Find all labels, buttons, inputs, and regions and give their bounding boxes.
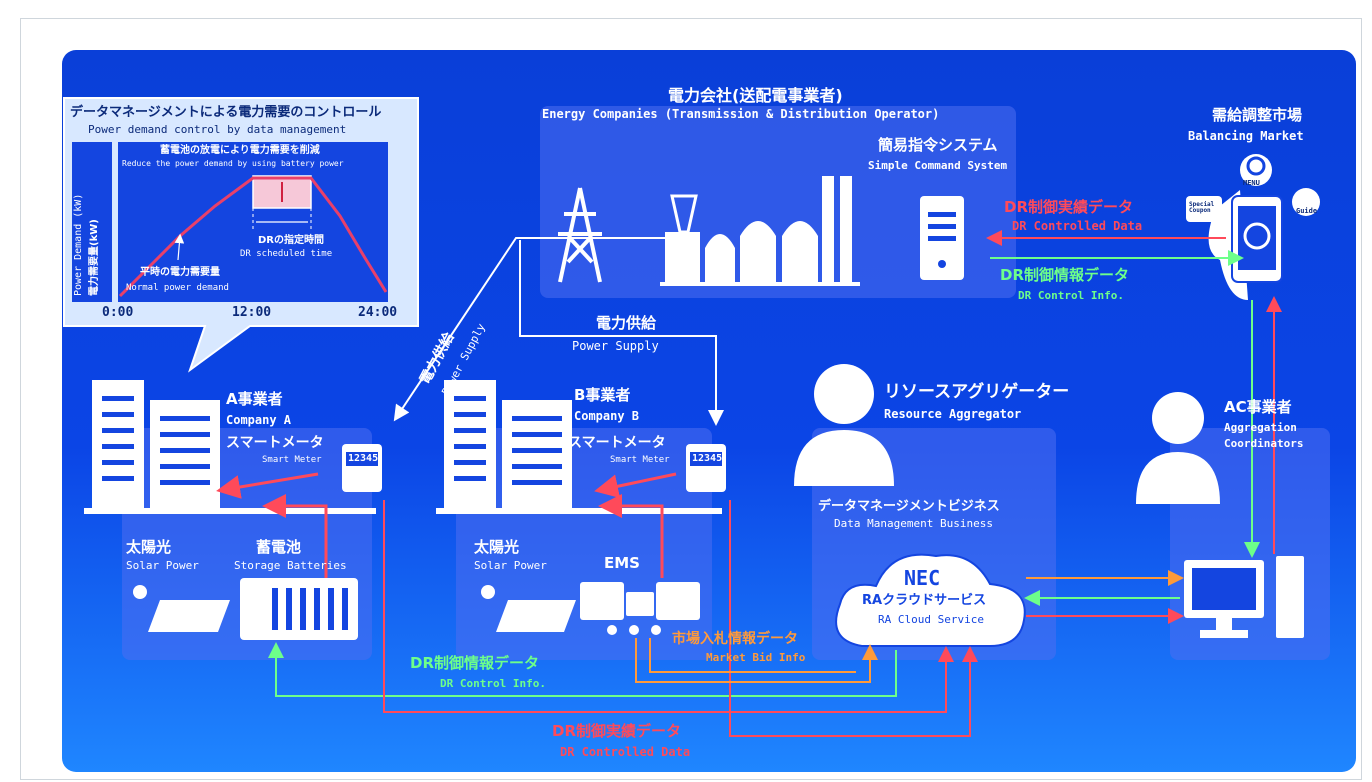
dr-controlled-data-top-jp: DR制御実績データ: [1004, 198, 1134, 216]
cloud-name-jp: RAクラウドサービス: [862, 593, 987, 608]
energy-company-title-en: Energy Companies (Transmission & Distrib…: [542, 107, 940, 121]
aggregator-title-en: Resource Aggregator: [884, 407, 1022, 421]
company-a-solar-jp: 太陽光: [126, 538, 172, 556]
ac-computer-icon: [1184, 556, 1304, 638]
normal-demand-line: [118, 176, 388, 298]
simple-command-title-jp: 簡易指令システム: [878, 136, 998, 154]
dr-control-info-top-en: DR Control Info.: [1018, 289, 1124, 302]
ac-title-en-2: Coordinators: [1224, 437, 1304, 450]
power-supply-b-en: Power Supply: [572, 339, 659, 353]
market-menu-label: MENU: [1243, 179, 1260, 187]
smartphone-icon: [1186, 154, 1320, 300]
nec-cloud-icon: [835, 553, 1026, 647]
simple-command-title-en: Simple Command System: [868, 159, 1008, 172]
chart-title-jp: データマネージメントによる電力需要のコントロール: [70, 105, 382, 120]
smart-meter-b-icon: [686, 444, 726, 492]
x-tick-12: 12:00: [232, 305, 272, 320]
ac-title-jp: AC事業者: [1224, 398, 1292, 416]
server-icon: [920, 196, 964, 280]
dr-control-info-bottom-flow: [268, 642, 897, 697]
dr-time-jp: DRの指定時間: [258, 235, 325, 246]
solar-panel-b-icon: [481, 585, 576, 632]
power-supply-line-a: [393, 237, 600, 422]
company-a-meter-jp: スマートメータ: [226, 435, 324, 451]
dr-controlled-data-bottom-jp: DR制御実績データ: [552, 722, 682, 740]
ems-label: EMS: [604, 554, 640, 572]
ylabel-band: [72, 142, 112, 302]
company-b-solar-jp: 太陽光: [474, 538, 520, 556]
power-supply-b-jp: 電力供給: [596, 314, 657, 332]
cloud-brand: NEC: [904, 566, 941, 590]
market-guide-label: Guide: [1296, 207, 1318, 215]
company-b-meter-en: Smart Meter: [610, 455, 670, 465]
storage-battery-icon: [240, 578, 358, 640]
company-b-meter-jp: スマートメータ: [568, 435, 666, 451]
company-a-meter-en: Smart Meter: [262, 455, 322, 465]
cloud-name-en: RA Cloud Service: [878, 613, 984, 626]
ac-title-en-1: Aggregation: [1224, 421, 1297, 434]
chart-ylabel-jp: 電力需要量(kW): [89, 219, 100, 296]
power-supply-line-b: [519, 240, 724, 426]
energy-company-box: [540, 106, 1016, 298]
company-a-meter-value: 12345: [348, 453, 379, 464]
dr-control-info-bottom-jp: DR制御情報データ: [410, 654, 540, 672]
company-b-title-jp: B事業者: [574, 386, 631, 404]
market-bid-flow-b: [649, 638, 856, 673]
company-a-battery-en: Storage Batteries: [234, 559, 347, 572]
company-a-battery-jp: 蓄電池: [256, 538, 302, 556]
ac-person-icon: [1136, 392, 1220, 504]
company-b-meter-value: 12345: [692, 453, 723, 464]
market-bid-flow-a: [635, 638, 878, 683]
company-a-solar-en: Solar Power: [126, 559, 199, 572]
dr-controlled-data-top-en: DR Controlled Data: [1012, 219, 1143, 233]
transmission-tower-icon: [558, 187, 602, 283]
normal-pointer: [174, 233, 185, 261]
smart-meter-a-icon: [342, 444, 382, 492]
market-bid-jp: 市場入札情報データ: [672, 631, 798, 647]
chart-title-en: Power demand control by data management: [88, 123, 347, 136]
company-a-title-en: Company A: [226, 413, 292, 427]
solar-panel-a-icon: [133, 585, 230, 632]
resource-aggregator-person-icon: [794, 364, 894, 486]
market-title-en: Balancing Market: [1188, 129, 1304, 143]
ems-icon: [580, 582, 700, 635]
data-mgmt-biz-jp: データマネージメントビジネス: [818, 499, 1000, 514]
market-bid-en: Market Bid Info: [706, 651, 806, 664]
chart-ylabel-en: Power Demand (kW): [73, 193, 84, 296]
x-tick-0: 0:00: [102, 305, 134, 320]
dr-control-info-bottom-en: DR Control Info.: [440, 677, 546, 690]
dr-controlled-data-bottom-en: DR Controlled Data: [560, 745, 691, 759]
energy-company-title-jp: 電力会社(送配電事業者): [668, 86, 843, 105]
company-b-title-en: Company B: [574, 409, 640, 423]
chart-note-en: Reduce the power demand by using battery…: [122, 159, 344, 168]
data-mgmt-biz-en: Data Management Business: [834, 517, 993, 530]
dr-time-en: DR scheduled time: [240, 249, 333, 259]
dr-control-info-top-jp: DR制御情報データ: [1000, 266, 1130, 284]
market-special-label: Special Coupon: [1189, 201, 1215, 215]
chart-note-jp: 蓄電池の放電により電力需要を削減: [160, 145, 320, 156]
x-tick-24: 24:00: [358, 305, 398, 320]
power-plant-icon: [660, 176, 860, 286]
company-b-solar-en: Solar Power: [474, 559, 547, 572]
normal-demand-en: Normal power demand: [126, 283, 229, 293]
aggregator-title-jp: リソースアグリゲーター: [884, 382, 1070, 402]
market-title-jp: 需給調整市場: [1212, 106, 1303, 124]
company-a-title-jp: A事業者: [226, 390, 283, 408]
normal-demand-jp: 平時の電力需要量: [140, 267, 220, 278]
dr-controlled-data-bottom-flow-a: [383, 500, 954, 713]
dr-controlled-data-bottom-flow-b: [729, 500, 978, 737]
